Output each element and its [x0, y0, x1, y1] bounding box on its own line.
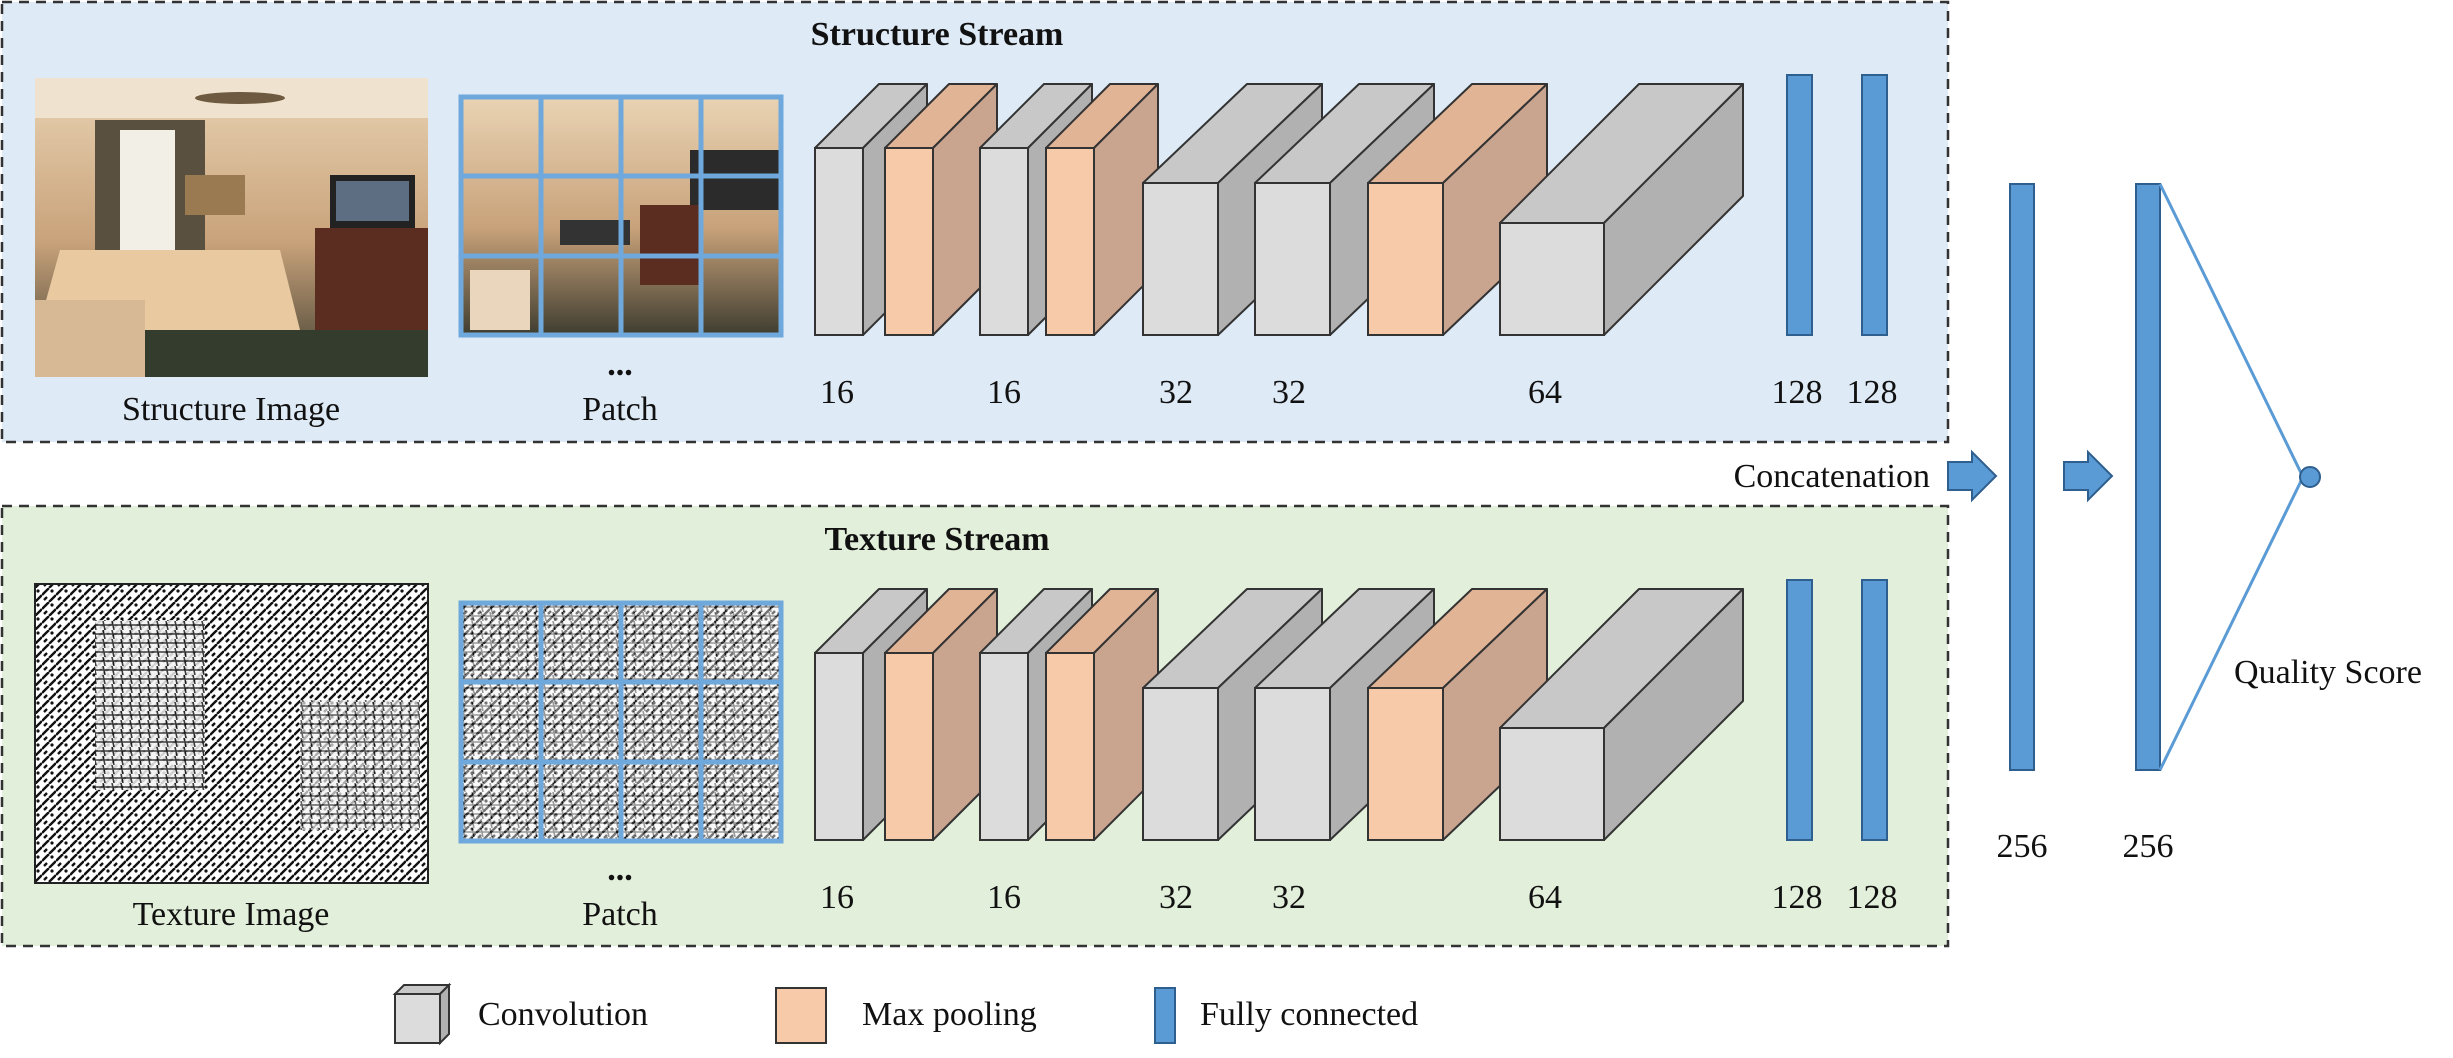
texture-patch-ellipsis: ... — [607, 851, 633, 888]
structure-conv-block-5 — [1499, 83, 1744, 336]
concatenation-label: Concatenation — [1734, 458, 1930, 495]
legend-max-pooling-label: Max pooling — [862, 996, 1037, 1033]
structure-stream-panel: Structure Stream Structure Image — [0, 0, 1950, 444]
legend-fully-connected-label: Fully connected — [1200, 996, 1418, 1033]
texture-layer-stack — [814, 579, 1888, 841]
fc-size-label: 256 — [1997, 828, 2048, 865]
structure-patch-ellipsis: ... — [607, 346, 633, 383]
texture-patch-grid — [458, 600, 784, 844]
output-connection-top — [2158, 183, 2305, 478]
structure-size-label: 32 — [1272, 374, 1306, 411]
structure-stream-title: Structure Stream — [811, 16, 1064, 53]
texture-size-label: 32 — [1159, 879, 1193, 916]
texture-stream-panel: Texture Stream Texture Image ... Patch 1… — [0, 504, 1950, 948]
legend-convolution-swatch — [392, 982, 452, 1046]
fusion-head: Concatenation Quality Score 256 256 — [1734, 183, 2422, 865]
texture-size-label: 32 — [1272, 879, 1306, 916]
texture-image — [34, 583, 429, 884]
structure-size-label: 32 — [1159, 374, 1193, 411]
fc-arrow-icon — [2063, 449, 2114, 503]
texture-pool-block-3 — [1367, 588, 1548, 841]
quality-score-label: Quality Score — [2234, 654, 2422, 691]
legend-max-pooling-swatch — [775, 987, 827, 1044]
structure-size-label: 64 — [1528, 374, 1562, 411]
structure-size-label: 16 — [987, 374, 1021, 411]
concat-arrow-icon — [1947, 449, 1998, 503]
texture-size-label: 128 — [1847, 879, 1898, 916]
structure-pool-block-3 — [1367, 83, 1548, 336]
structure-patch-label: Patch — [582, 391, 658, 428]
texture-size-label: 64 — [1528, 879, 1562, 916]
structure-size-label: 128 — [1847, 374, 1898, 411]
texture-size-label: 16 — [820, 879, 854, 916]
structure-size-label: 128 — [1772, 374, 1823, 411]
fc-256-layer-2 — [2135, 183, 2161, 771]
texture-fc-128-bar-2 — [1861, 579, 1888, 841]
legend-convolution-label: Convolution — [478, 996, 648, 1033]
texture-image-label: Texture Image — [133, 896, 330, 933]
texture-size-label: 16 — [987, 879, 1021, 916]
texture-size-label: 128 — [1772, 879, 1823, 916]
structure-image-label: Structure Image — [122, 391, 340, 428]
legend-fully-connected-swatch — [1154, 987, 1176, 1044]
structure-patch-grid — [458, 94, 784, 338]
texture-conv-block-5 — [1499, 588, 1744, 841]
fc-size-label: 256 — [2123, 828, 2174, 865]
output-connection-bottom — [2158, 476, 2305, 771]
texture-patch-label: Patch — [582, 896, 658, 933]
texture-stream-title: Texture Stream — [824, 521, 1049, 558]
structure-fc-128-bar-1 — [1786, 74, 1813, 336]
structure-layer-stack — [814, 74, 1888, 336]
structure-size-label: 16 — [820, 374, 854, 411]
structure-image — [35, 78, 428, 377]
fc-256-layer-1 — [2009, 183, 2035, 771]
texture-fc-128-bar-1 — [1786, 579, 1813, 841]
output-node — [2299, 466, 2321, 488]
structure-fc-128-bar-2 — [1861, 74, 1888, 336]
legend: Convolution Max pooling Fully connected — [392, 982, 1418, 1046]
